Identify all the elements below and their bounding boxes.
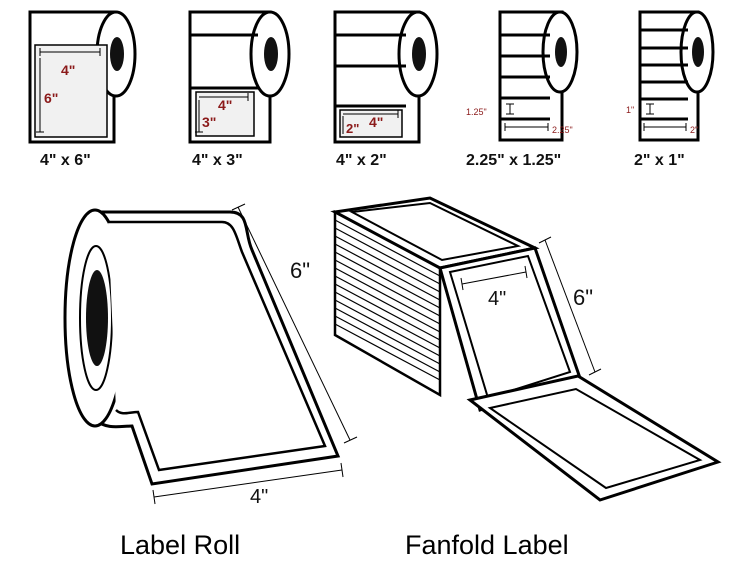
roll-4x2: 4" 2" <box>333 10 439 144</box>
roll-2x1-width-label: 2" <box>690 125 698 135</box>
roll-4x2-caption: 4" x 2" <box>336 152 387 169</box>
roll-4x3-core <box>264 37 278 71</box>
roll-2x1-height-label: 1" <box>626 105 634 115</box>
roll-4x6-label <box>34 44 108 138</box>
roll-4x6: 4" 6" <box>28 10 137 144</box>
roll-4x2-height-label: 2" <box>346 121 359 136</box>
fanfold-height-label: 6" <box>573 285 593 310</box>
fanfold-stack-layers <box>334 219 441 381</box>
roll-2x1-core <box>692 37 704 67</box>
roll-4x2-core <box>412 37 426 71</box>
roll-2.25x1.25-height-label: 1.25" <box>466 107 487 117</box>
fanfold-unfolded-label <box>487 387 703 490</box>
label-roll-width-label: 4" <box>250 486 268 508</box>
label-roll-height-dim <box>237 206 351 441</box>
label-roll-label <box>108 220 327 472</box>
roll-4x3: 4" 3" <box>188 10 291 144</box>
roll-2x1: 1" 2" <box>626 10 715 142</box>
roll-4x3-width-label: 4" <box>218 97 232 113</box>
roll-2.25x1.25-core <box>555 37 567 67</box>
fanfold-height-dim <box>544 239 596 373</box>
label-roll-illustration: 6" 4" <box>63 203 358 508</box>
roll-4x3-caption: 4" x 3" <box>192 152 243 169</box>
roll-2x1-caption: 2" x 1" <box>634 152 685 169</box>
label-roll-height-label: 6" <box>290 258 310 283</box>
roll-2.25x1.25: 1.25" 2.25" <box>466 10 579 142</box>
roll-4x3-label <box>195 91 255 137</box>
roll-4x6-height-label: 6" <box>44 90 58 106</box>
fanfold-illustration: 4" 6" <box>330 196 722 502</box>
roll-4x6-width-label: 4" <box>61 62 75 78</box>
roll-2.25x1.25-caption: 2.25" x 1.25" <box>466 152 562 169</box>
roll-4x6-caption: 4" x 6" <box>40 152 91 169</box>
fanfold-front-label <box>448 254 572 400</box>
label-roll-width-dim <box>153 469 343 498</box>
fanfold-label-caption: Fanfold Label <box>405 530 569 560</box>
roll-4x2-width-label: 4" <box>369 114 383 130</box>
roll-4x3-height-label: 3" <box>202 114 216 130</box>
label-roll-core <box>86 270 108 366</box>
roll-2.25x1.25-width-label: 2.25" <box>552 125 573 135</box>
fanfold-width-label: 4" <box>488 288 506 310</box>
roll-4x6-core <box>110 37 124 71</box>
label-roll-caption: Label Roll <box>120 530 241 560</box>
fanfold-width-dim <box>461 271 527 285</box>
